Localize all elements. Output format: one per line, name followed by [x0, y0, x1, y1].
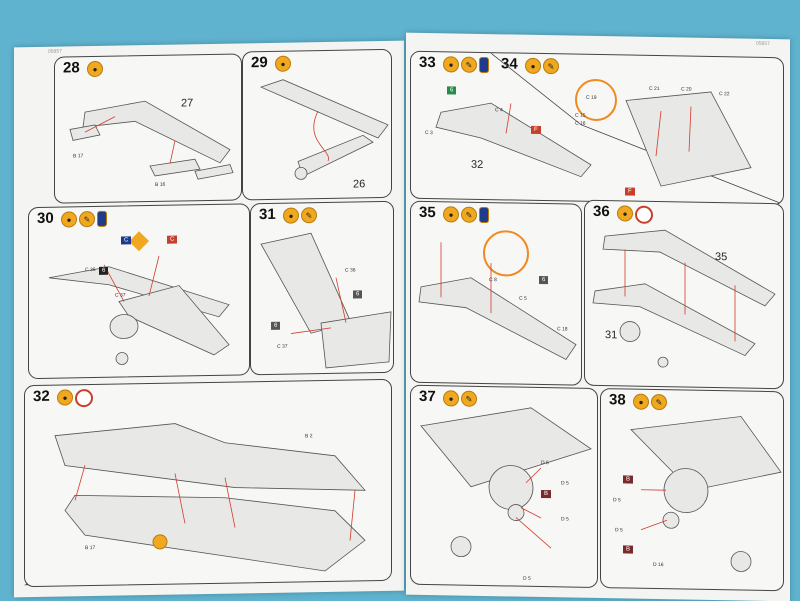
color-flag: B [623, 475, 633, 483]
part-callout: C 18 [557, 326, 568, 332]
part-label: 32 [471, 159, 483, 171]
step-38-panel: 38 ● ✎ B B D 5 D 5 D 16 [600, 388, 784, 591]
step-32-panel: 32 ● B 2 B 17 [24, 379, 392, 587]
step-28-panel: 28 ● 27 B 17 B 16 [54, 53, 242, 203]
part-callout: B 17 [85, 545, 95, 551]
part-callout: C 16 [575, 121, 586, 127]
part-callout: B 16 [155, 182, 165, 188]
color-flag: 6 [539, 276, 548, 284]
part-callout: D 5 [523, 576, 531, 582]
step-37-panel: 37 ● ✎ B D 5 D 5 D 5 D 5 [410, 385, 598, 588]
page-code: 05857 [756, 41, 770, 47]
instruction-page-left: 05857 12 28 ● 27 B 17 B 16 29 ● [14, 41, 404, 598]
part-callout: C 15 [575, 113, 586, 119]
part-callout: C 37 [277, 344, 288, 350]
wing-struts-drawing [411, 202, 581, 385]
part-callout: C 37 [115, 292, 126, 298]
color-flag: F [625, 187, 635, 195]
biplane-drawing [29, 204, 249, 378]
step-31-panel: 31 ● ✎ 6 6 C 36 C 37 [250, 201, 394, 376]
part-callout: B 17 [73, 153, 83, 159]
part-callout: B 2 [305, 433, 313, 439]
propeller-hub-drawing [601, 389, 783, 590]
page-code: 05857 [48, 49, 62, 55]
part-callout: C 5 [519, 296, 527, 302]
part-label: 35 [715, 251, 727, 263]
color-flag: 6 [447, 86, 456, 94]
part-callout: C 3 [425, 130, 433, 136]
lower-wing-drawing [411, 52, 783, 204]
strut-detail-drawing [251, 202, 393, 374]
step-36-panel: 36 ● 35 31 [584, 200, 784, 389]
biplane-wing-join-drawing [585, 201, 783, 388]
part-callout: D 5 [541, 460, 549, 466]
color-flag: F [531, 126, 541, 134]
step-33-34-panel: 33 ● ✎ 34 ● ✎ 32 6 F F C 4 C 3 C 21 C 19… [410, 51, 784, 206]
part-callout: C 4 [495, 107, 503, 113]
color-flag: B [541, 490, 551, 498]
part-callout: C 22 [719, 91, 730, 97]
part-callout: C 36 [85, 267, 96, 273]
wing-assembly-drawing [25, 380, 391, 586]
color-flag: 6 [99, 267, 108, 275]
part-callout: D 5 [561, 516, 569, 522]
color-flag: 6 [271, 322, 280, 330]
color-flag: C [121, 236, 131, 244]
part-label: 31 [605, 329, 617, 341]
part-callout: D 5 [615, 527, 623, 533]
part-callout: D 5 [561, 480, 569, 486]
part-callout: C 21 [649, 86, 660, 92]
step-30-panel: 30 ● ✎ C 6 C C 36 C 37 [28, 203, 250, 379]
part-callout: D 5 [613, 497, 621, 503]
step-29-panel: 29 ● 26 [242, 49, 392, 201]
instruction-page-right: 05857 13 33 ● ✎ 34 ● ✎ 32 6 F F C 4 C 3 … [406, 33, 790, 601]
engine-front-drawing [411, 386, 597, 587]
color-flag: C [167, 236, 177, 244]
step-35-panel: 35 ● ✎ 6 C 8 C 5 C 18 [410, 201, 582, 386]
part-callout: C 36 [345, 267, 356, 273]
upper-wing-drawing [55, 54, 241, 202]
part-callout: C 8 [489, 277, 497, 283]
color-flag: B [623, 545, 633, 553]
part-callout: C 20 [681, 86, 692, 92]
part-callout: C 19 [586, 95, 597, 101]
part-label: 26 [353, 178, 365, 190]
part-label: 27 [181, 97, 193, 109]
part-callout: D 16 [653, 562, 664, 568]
color-flag: 6 [353, 290, 362, 298]
fuselage-drawing [243, 50, 391, 200]
